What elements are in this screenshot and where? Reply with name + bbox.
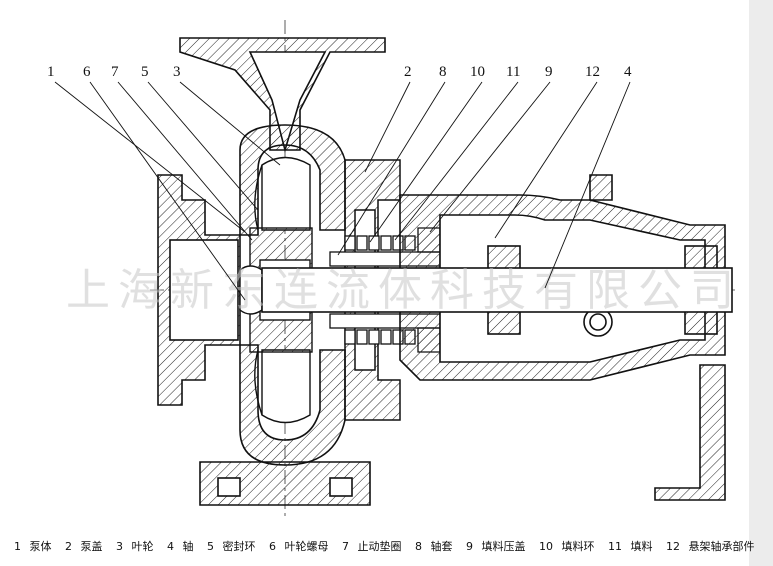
legend-name: 叶轮 bbox=[131, 540, 154, 553]
legend-num: 1 bbox=[14, 540, 21, 553]
legend-item: 8 轴套 bbox=[415, 540, 458, 553]
callout-5: 5 bbox=[141, 64, 149, 80]
legend-num: 8 bbox=[415, 540, 422, 553]
callout-labels: 1 6 7 5 3 2 8 10 11 9 12 4 bbox=[47, 64, 632, 80]
legend-item: 7 止动垫圈 bbox=[342, 540, 407, 553]
callout-6: 6 bbox=[83, 64, 91, 80]
legend-name: 止动垫圈 bbox=[357, 540, 402, 553]
callout-12: 12 bbox=[585, 64, 600, 80]
callout-7: 7 bbox=[111, 64, 119, 80]
legend-item: 1 泵体 bbox=[14, 540, 57, 553]
legend-num: 10 bbox=[539, 540, 553, 553]
legend-name: 轴套 bbox=[430, 540, 453, 553]
callout-2: 2 bbox=[404, 64, 412, 80]
pump-body bbox=[157, 37, 386, 506]
callout-11: 11 bbox=[506, 64, 520, 80]
legend-num: 2 bbox=[65, 540, 72, 553]
legend-name: 轴 bbox=[182, 540, 194, 553]
legend-num: 7 bbox=[342, 540, 349, 553]
legend-name: 密封环 bbox=[222, 540, 256, 553]
legend-item: 11 填料 bbox=[608, 540, 658, 553]
callout-1: 1 bbox=[47, 64, 55, 80]
legend-item: 9 填料压盖 bbox=[466, 540, 531, 553]
legend-num: 4 bbox=[167, 540, 174, 553]
legend-item: 3 叶轮 bbox=[116, 540, 159, 553]
legend-name: 泵盖 bbox=[80, 540, 103, 553]
legend-item: 6 叶轮螺母 bbox=[269, 540, 334, 553]
legend-num: 12 bbox=[666, 540, 680, 553]
legend-name: 填料环 bbox=[561, 540, 595, 553]
legend-item: 5 密封环 bbox=[207, 540, 261, 553]
legend-num: 5 bbox=[207, 540, 214, 553]
parts-legend: 1 泵体 2 泵盖 3 叶轮 4 轴 5 密封环 6 叶轮螺母 7 止动垫圈 8… bbox=[14, 538, 755, 554]
callout-10: 10 bbox=[470, 64, 485, 80]
shaft bbox=[261, 267, 733, 313]
legend-num: 9 bbox=[466, 540, 473, 553]
legend-item: 10 填料环 bbox=[539, 540, 600, 553]
legend-name: 叶轮螺母 bbox=[284, 540, 329, 553]
legend-num: 11 bbox=[608, 540, 622, 553]
legend-item: 2 泵盖 bbox=[65, 540, 108, 553]
callout-leaders bbox=[54, 81, 631, 301]
watermark-text: 上海新东连流体科技有限公司 bbox=[66, 265, 742, 316]
bearing-bracket bbox=[399, 174, 726, 501]
legend-name: 泵体 bbox=[29, 540, 52, 553]
legend-num: 6 bbox=[269, 540, 276, 553]
legend-num: 3 bbox=[116, 540, 123, 553]
legend-item: 4 轴 bbox=[167, 540, 199, 553]
legend-name: 悬架轴承部件 bbox=[688, 540, 755, 553]
legend-item: 12 悬架轴承部件 bbox=[666, 540, 760, 553]
right-margin-band bbox=[749, 0, 773, 566]
legend-name: 填料 bbox=[630, 540, 653, 553]
callout-8: 8 bbox=[439, 64, 447, 80]
callout-3: 3 bbox=[173, 64, 181, 80]
callout-4: 4 bbox=[624, 64, 632, 80]
legend-name: 填料压盖 bbox=[481, 540, 526, 553]
callout-9: 9 bbox=[545, 64, 553, 80]
